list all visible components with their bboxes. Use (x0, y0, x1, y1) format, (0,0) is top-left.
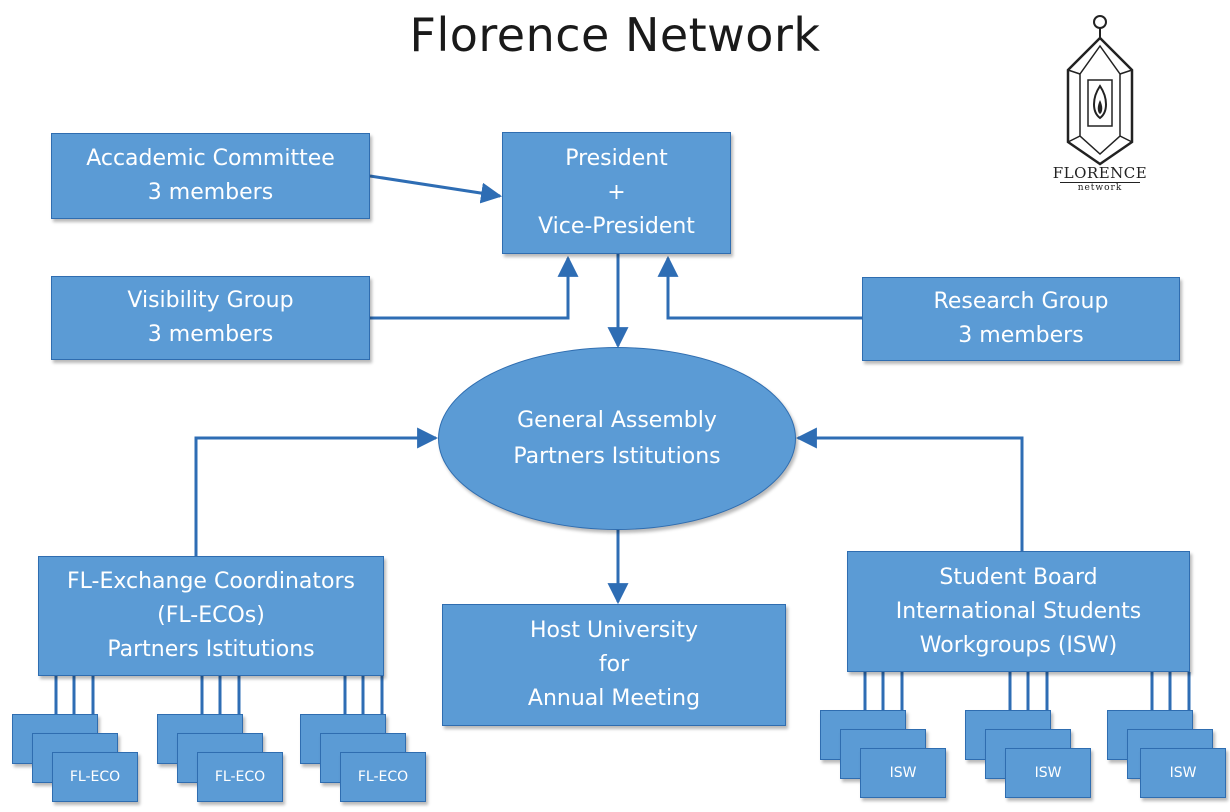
isw-unit: ISW (1005, 748, 1091, 798)
visibility-group-box: Visibility Group 3 members (51, 276, 370, 360)
visibility-group-label: Visibility Group (127, 288, 294, 313)
vice-president-label: Vice-President (538, 214, 695, 239)
academic-committee-box: Accademic Committee 3 members (51, 133, 370, 219)
president-box: President + Vice-President (502, 132, 731, 254)
general-assembly-ellipse: General Assembly Partners Istitutions (438, 347, 796, 530)
connector-academic-president (369, 174, 503, 204)
logo-name: FLORENCE (1052, 164, 1148, 182)
student-board-box: Student Board International Students Wor… (847, 551, 1190, 672)
student-board-label: Student Board (939, 564, 1098, 590)
president-plus: + (607, 180, 626, 205)
isw-unit-label: ISW (1034, 765, 1062, 781)
host-university-label: Host University (529, 618, 699, 643)
research-group-label: Research Group (933, 289, 1109, 314)
fl-eco-unit: FL-ECO (197, 752, 283, 802)
isw-unit-label: ISW (1169, 765, 1197, 781)
research-group-members: 3 members (958, 323, 1084, 348)
coordinators-partners: Partners Istitutions (107, 637, 315, 662)
research-group-box: Research Group 3 members (862, 277, 1180, 361)
host-university-meeting: Annual Meeting (527, 686, 701, 711)
connector-coordinators-assembly (194, 427, 439, 556)
isw-unit-label: ISW (889, 765, 917, 781)
fl-eco-unit: FL-ECO (340, 752, 426, 802)
connector-visibility-president (370, 255, 579, 320)
fl-eco-unit-label: FL-ECO (214, 769, 266, 785)
page-title: Florence Network (409, 8, 821, 62)
isw-unit: ISW (1140, 748, 1226, 798)
coordinators-box: FL-Exchange Coordinators (FL-ECOs) Partn… (38, 556, 384, 676)
florence-network-logo: FLORENCE network (1040, 12, 1160, 202)
general-assembly-label: General Assembly (517, 407, 717, 433)
coordinators-abbr: (FL-ECOs) (157, 603, 265, 628)
visibility-group-members: 3 members (147, 322, 274, 347)
host-university-for: for (598, 652, 630, 677)
fl-eco-unit-label: FL-ECO (69, 769, 121, 785)
academic-committee-label: Accademic Committee (86, 146, 335, 171)
isw-unit: ISW (860, 748, 946, 798)
academic-committee-members: 3 members (147, 180, 274, 205)
logo-subname: network (1060, 182, 1140, 193)
student-board-international: International Students (895, 598, 1142, 624)
lantern-icon (1066, 15, 1134, 166)
connector-studentboard-assembly (795, 427, 1024, 551)
coordinators-label: FL-Exchange Coordinators (67, 569, 355, 594)
general-assembly-partners: Partners Istitutions (513, 443, 721, 469)
fl-eco-unit: FL-ECO (52, 752, 138, 802)
connector-research-president (657, 255, 862, 320)
host-university-box: Host University for Annual Meeting (442, 604, 786, 726)
fl-eco-unit-label: FL-ECO (357, 769, 409, 785)
student-board-workgroups: Workgroups (ISW) (919, 632, 1118, 658)
president-label: President (565, 146, 668, 171)
